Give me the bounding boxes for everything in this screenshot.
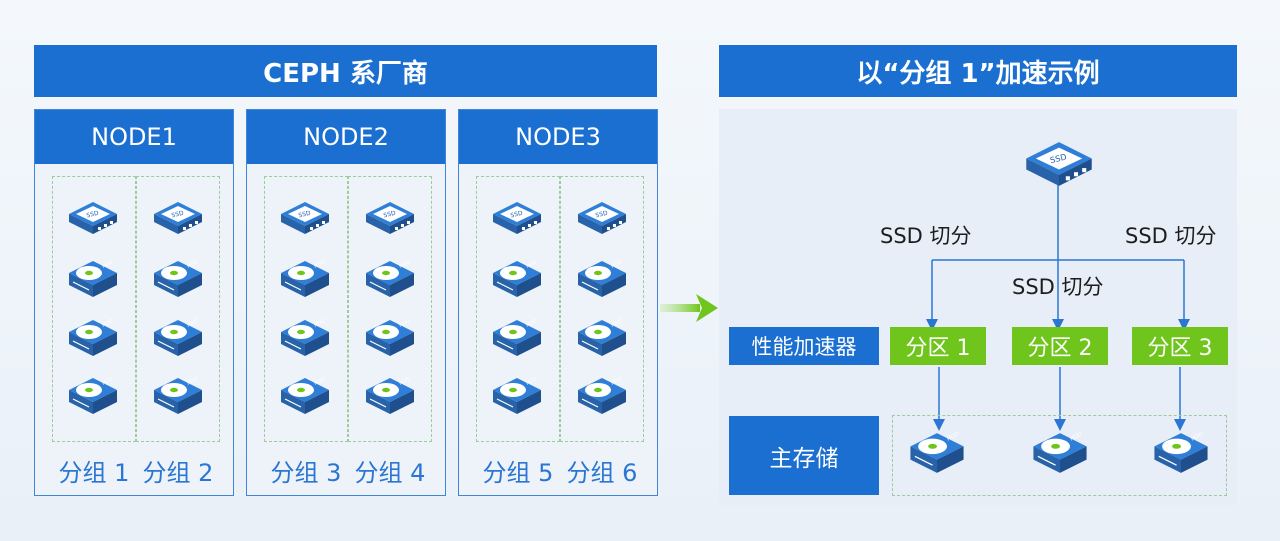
- group-label-5: 分组 5: [482, 459, 554, 487]
- group-column-4: [348, 176, 432, 442]
- group-column-3: [264, 176, 348, 442]
- group-label-4: 分组 4: [354, 459, 426, 487]
- main-storage-hdd-group: [892, 415, 1227, 496]
- example-title-banner: 以“分组 1”加速示例: [719, 45, 1237, 97]
- example-title: 以“分组 1”加速示例: [856, 58, 1100, 89]
- partition-1: 分区 1: [890, 327, 986, 365]
- ssd-split-label-left: SSD 切分: [880, 224, 972, 248]
- node-title: NODE3: [459, 110, 657, 164]
- ceph-title: CEPH 系厂商: [263, 58, 428, 89]
- hdd-icon: [1150, 428, 1212, 478]
- partition-3: 分区 3: [1132, 327, 1228, 365]
- performance-accelerator-label: 性能加速器: [751, 335, 857, 359]
- performance-accelerator-box: 性能加速器: [729, 327, 879, 365]
- node-panel-2: NODE2 分组 3 分组 4: [246, 109, 446, 496]
- arrow-right-icon: [660, 294, 718, 322]
- main-storage-label: 主存储: [769, 445, 839, 472]
- group-label-1: 分组 1: [58, 459, 130, 487]
- node-title: NODE1: [35, 110, 233, 164]
- ssd-split-label-center: SSD 切分: [1012, 275, 1104, 299]
- node-panel-3: NODE3 分组 5 分组 6: [458, 109, 658, 496]
- ceph-title-banner: CEPH 系厂商: [34, 45, 657, 97]
- hdd-icon: [1029, 428, 1091, 478]
- main-storage-box: 主存储: [729, 416, 879, 495]
- group-column-5: [476, 176, 560, 442]
- ssd-icon: [1020, 134, 1098, 194]
- group-label-2: 分组 2: [142, 459, 214, 487]
- node-title: NODE2: [247, 110, 445, 164]
- group-label-6: 分组 6: [566, 459, 638, 487]
- group-label-3: 分组 3: [270, 459, 342, 487]
- ssd-split-label-right: SSD 切分: [1125, 224, 1217, 248]
- hdd-icon: [906, 428, 968, 478]
- group-column-1: [52, 176, 136, 442]
- group-column-2: [136, 176, 220, 442]
- node-panel-1: NODE1 分组 1 分组 2: [34, 109, 234, 496]
- group-column-6: [560, 176, 644, 442]
- partition-2: 分区 2: [1012, 327, 1108, 365]
